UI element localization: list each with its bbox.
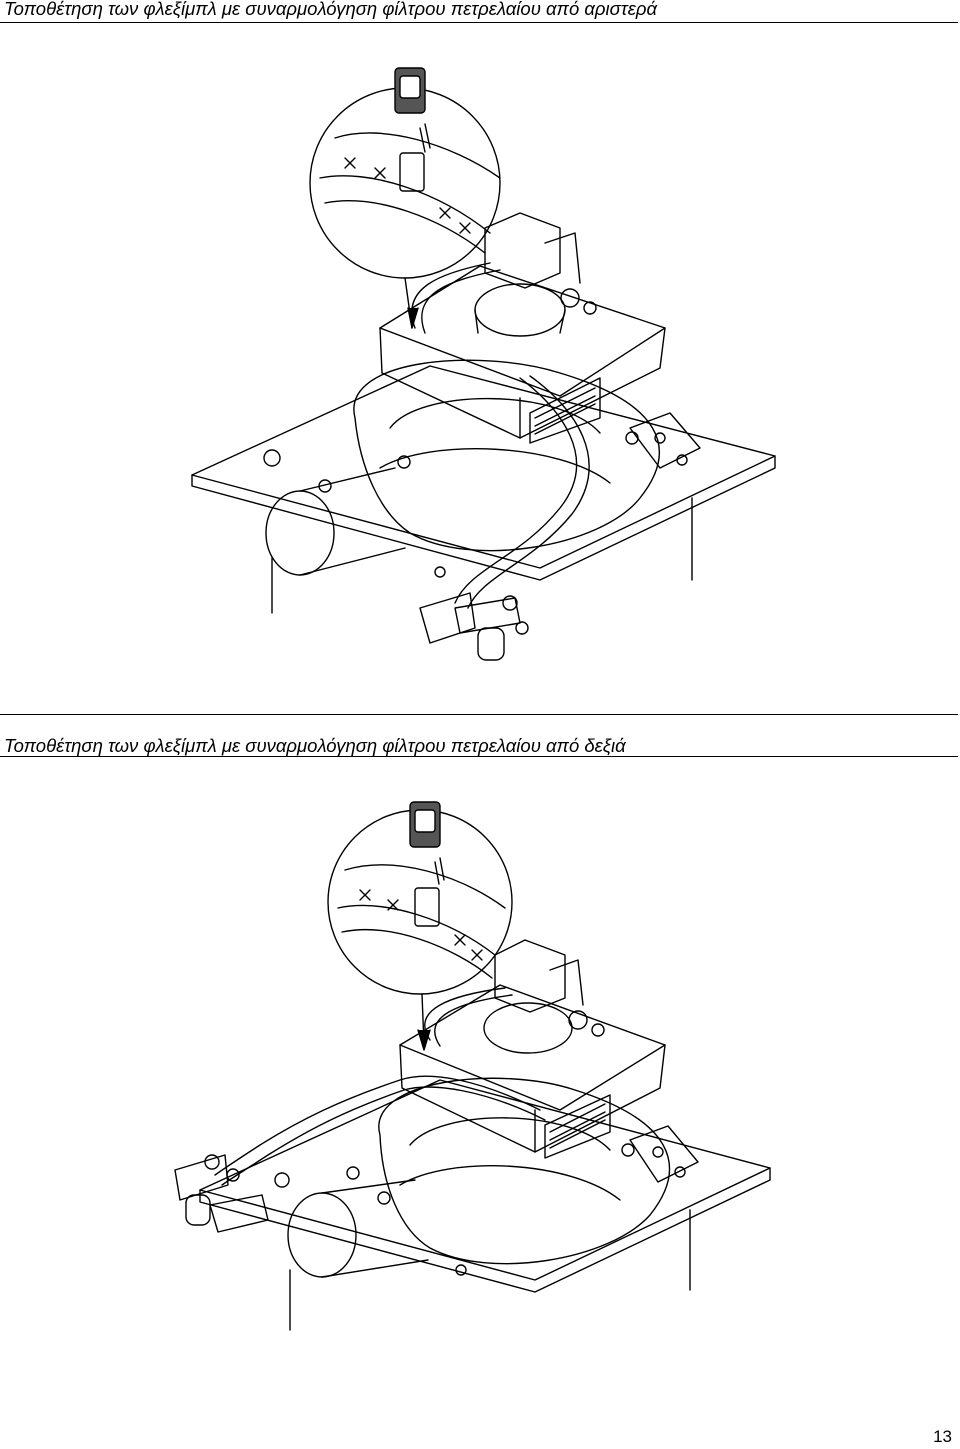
section-2-title: Τοποθέτηση των φλεξίμπλ με συναρμολόγηση… xyxy=(4,735,626,756)
oil-hose-2 xyxy=(468,376,589,608)
pump-housing xyxy=(380,266,665,396)
base-plate xyxy=(192,366,775,568)
oil-filter-bowl xyxy=(186,1195,210,1225)
burner-with-right-oil-filter-drawing xyxy=(0,790,960,1350)
section-1-rule xyxy=(0,22,958,23)
page-number: 13 xyxy=(933,1427,952,1446)
section-2-rule-bottom xyxy=(0,756,958,757)
fan-housing xyxy=(354,360,659,550)
burner-with-left-oil-filter-drawing xyxy=(0,28,960,678)
base-plate xyxy=(200,1080,770,1280)
figure-left-filter xyxy=(0,28,960,678)
fan-housing xyxy=(379,1078,670,1263)
oil-filter-bowl xyxy=(478,628,504,660)
oil-hose-1 xyxy=(215,1076,540,1175)
section-2-rule-top xyxy=(0,714,958,715)
figure-right-filter xyxy=(0,790,960,1350)
oil-hose-2 xyxy=(222,1087,545,1185)
oil-hose-1 xyxy=(455,378,577,603)
section-1-title: Τοποθέτηση των φλεξίμπλ με συναρμολόγηση… xyxy=(4,0,657,19)
base-plate-edge xyxy=(192,456,775,580)
detail-inset xyxy=(310,88,500,278)
